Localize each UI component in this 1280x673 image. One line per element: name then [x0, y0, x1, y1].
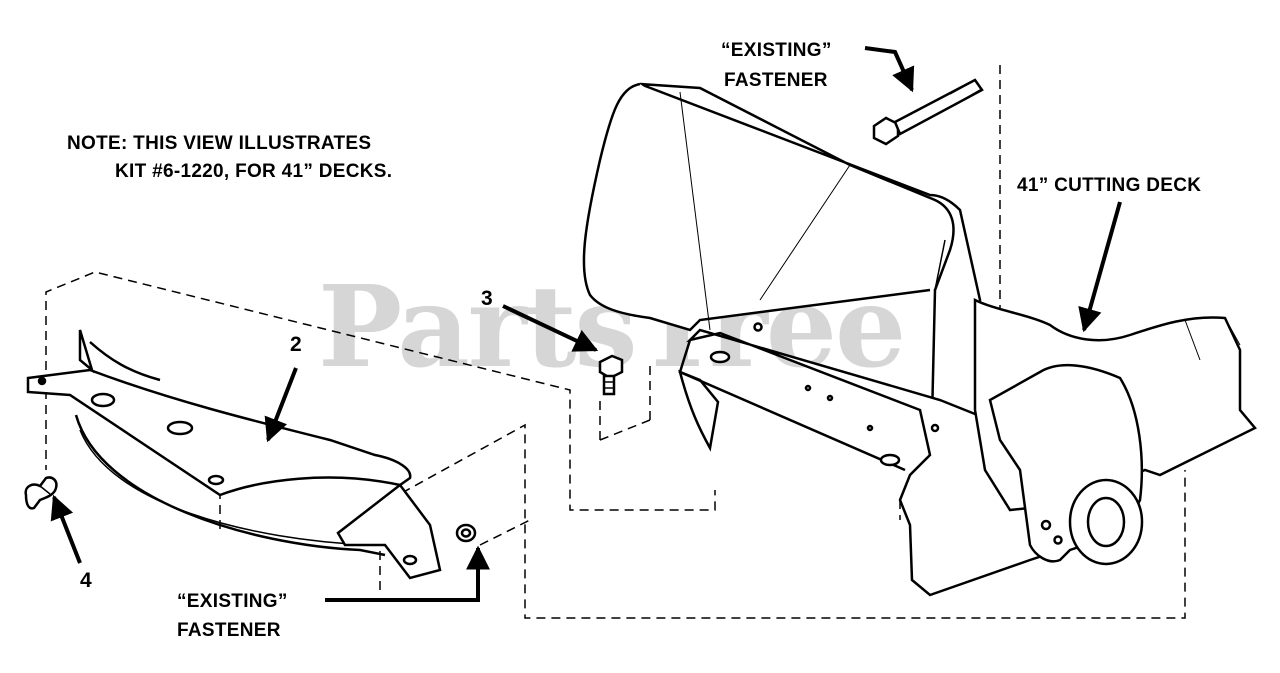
existing-bolt-top — [872, 78, 984, 146]
existing-fastener-top-label-line1: “EXISTING” — [721, 40, 832, 61]
cutting-deck-label: 41” CUTTING DECK — [1017, 175, 1202, 196]
callout-part-4: 4 — [80, 569, 92, 592]
wing-nut-part4 — [24, 476, 58, 510]
callout-part-2: 2 — [290, 333, 302, 356]
existing-fastener-bottom-label-line2: FASTENER — [177, 620, 281, 641]
deflector-shield — [582, 82, 982, 526]
bolt-part3 — [598, 354, 624, 396]
existing-fastener-bottom-label-line1: “EXISTING” — [177, 591, 288, 612]
leader-lines — [50, 46, 1122, 602]
note-line-1: NOTE: THIS VIEW ILLUSTRATES — [67, 133, 372, 154]
cutting-deck — [973, 297, 1257, 566]
note-line-2: KIT #6-1220, FOR 41” DECKS. — [115, 161, 393, 182]
existing-fastener-top-label-line2: FASTENER — [724, 70, 828, 91]
existing-nut-bottom — [455, 523, 477, 543]
chute-bracket-part2 — [26, 329, 442, 580]
callout-part-3: 3 — [481, 287, 493, 310]
mounting-plate — [678, 322, 1052, 597]
